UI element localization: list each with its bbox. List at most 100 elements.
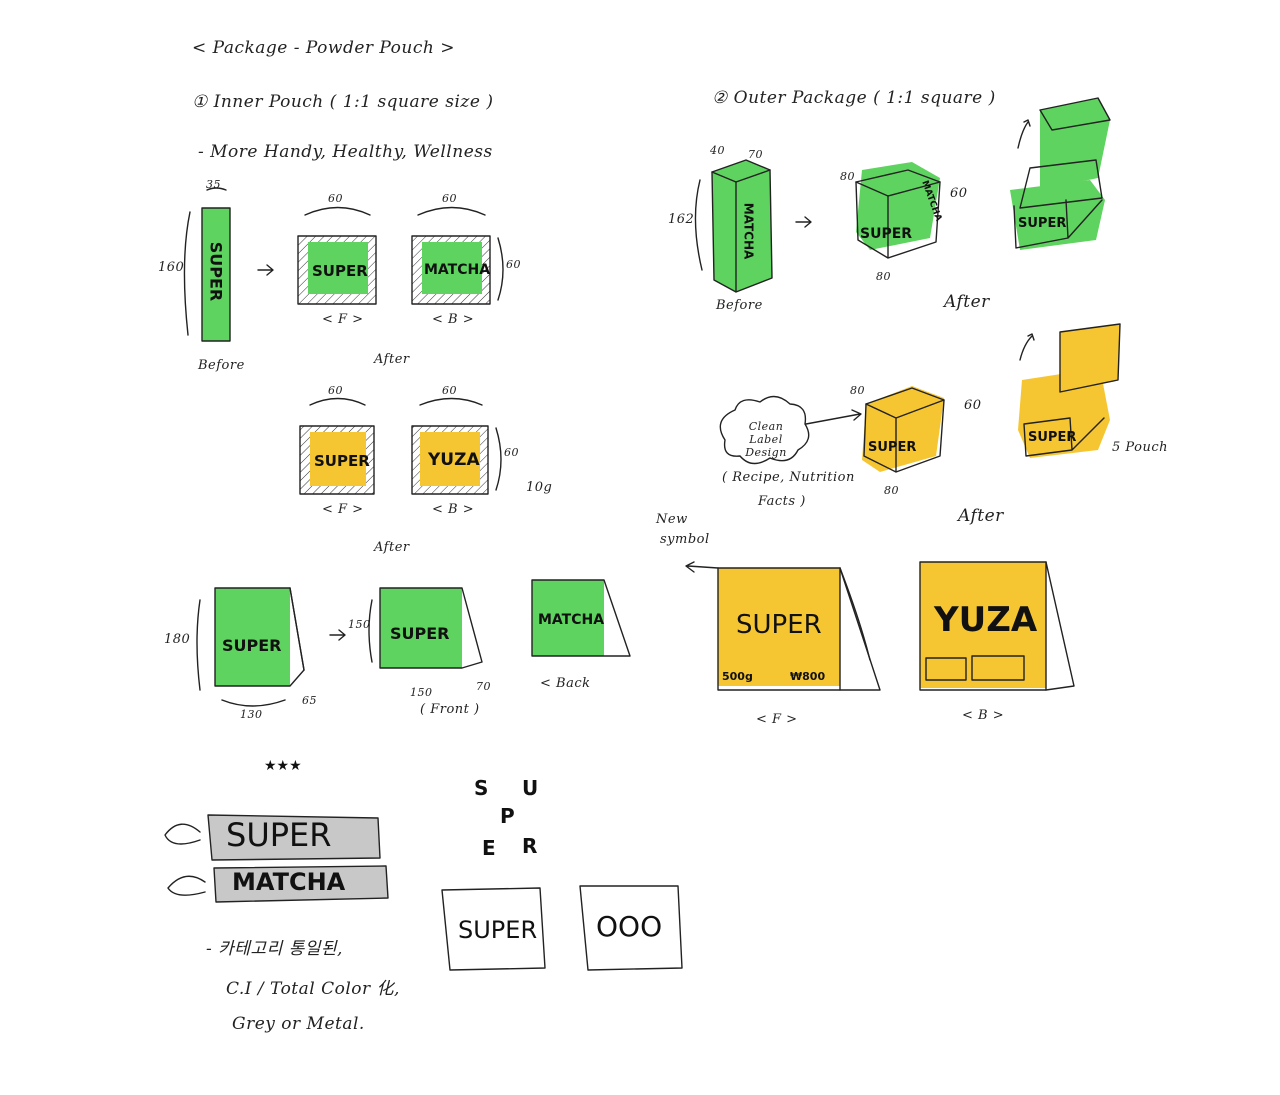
stand-word-3: MATCHA [538, 612, 605, 628]
big-pouch-front [717, 567, 881, 691]
dim-80: 80 [876, 270, 891, 283]
dim-160: 160 [158, 260, 185, 275]
dim-150: 150 [348, 618, 371, 631]
big-after-label: After [958, 506, 1004, 526]
dim-60: 60 [964, 398, 982, 413]
big-pouch-back [919, 561, 1075, 691]
dim-70: 70 [748, 148, 763, 161]
dim-60: 60 [328, 384, 343, 397]
stand-pouch-back [531, 579, 631, 657]
green-back-square [411, 206, 504, 305]
label-matcha-study [167, 865, 389, 903]
outer-open-word: SUPER [1018, 216, 1067, 231]
box-super-study [441, 887, 546, 971]
dim-70: 70 [476, 680, 491, 693]
inner-pouch-bullet: - More Handy, Healthy, Wellness [198, 142, 493, 162]
dim-60: 60 [950, 186, 968, 201]
outer-open-green-box [1010, 97, 1111, 250]
yellow-front-square [299, 397, 375, 495]
dim-60: 60 [506, 258, 521, 271]
label-super-study [164, 814, 381, 861]
stack-letter-e: E [482, 836, 496, 860]
new-symbol-label-2: symbol [660, 532, 710, 547]
stars-study: ★★★ [264, 758, 302, 774]
outer-after-yellow-box [862, 386, 945, 473]
front-tag: < F > [322, 502, 364, 517]
dim-80: 80 [840, 170, 855, 183]
dim-40: 40 [710, 144, 725, 157]
inner-pouch-heading: ① Inner Pouch ( 1:1 square size ) [192, 92, 494, 112]
study-note-2: C.I / Total Color 化, [226, 979, 400, 999]
label-matcha-text: MATCHA [232, 868, 346, 896]
big-back-word: YUZA [934, 600, 1038, 640]
stand-pouch-1 [196, 587, 305, 707]
front-word: SUPER [312, 262, 368, 280]
stack-letter-u: U [522, 776, 539, 800]
stand-word-1: SUPER [222, 636, 282, 655]
before-label: Before [198, 358, 245, 373]
yellow-front-word: SUPER [314, 452, 370, 470]
outer-before-label: Before [716, 298, 763, 313]
before-stick-word: SUPER [206, 241, 226, 302]
big-front-word: SUPER [736, 610, 822, 640]
dim-162: 162 [668, 212, 695, 227]
arrow-icon [329, 629, 346, 641]
outer-after-label: After [944, 292, 990, 312]
dim-80: 80 [884, 484, 899, 497]
box-ooo-study [579, 885, 683, 971]
study-note-1: - 카테고리 통일된, [206, 939, 343, 959]
cloud-text: Clean Label Design [745, 420, 787, 459]
new-symbol-arrow [685, 561, 719, 573]
outer-package-heading: ② Outer Package ( 1:1 square ) [712, 88, 996, 108]
cloud-note-1: ( Recipe, Nutrition [722, 470, 855, 485]
pouch-count: 5 Pouch [1112, 440, 1168, 455]
yellow-back-word: YUZA [428, 450, 480, 470]
outer-box-word: SUPER [860, 226, 913, 242]
stack-letter-r: R [522, 834, 538, 858]
arrow-icon [795, 216, 812, 228]
dim-60: 60 [442, 384, 457, 397]
dim-60: 60 [328, 192, 343, 205]
outer-after-green-box [855, 162, 941, 259]
big-price: ₩800 [790, 670, 826, 683]
dim-60: 60 [442, 192, 457, 205]
box-super-text: SUPER [458, 916, 538, 944]
weight-label: 10g [526, 480, 553, 495]
outer-before-word: MATCHA [741, 202, 756, 260]
cloud-note-2: Facts ) [758, 494, 806, 509]
green-front-square [297, 206, 377, 305]
dim-60: 60 [504, 446, 519, 459]
before-stick-pouch [183, 187, 231, 342]
back-label: < Back [540, 676, 591, 691]
front-label: ( Front ) [420, 702, 480, 717]
dim-130: 130 [240, 708, 263, 721]
stand-word-2: SUPER [390, 624, 450, 643]
arrow-icon [257, 264, 274, 276]
outer-before-box [694, 159, 773, 293]
dim-180: 180 [164, 632, 191, 647]
new-symbol-label-1: New [656, 512, 688, 527]
front-tag: < F > [322, 312, 364, 327]
dim-150b: 150 [410, 686, 433, 699]
big-front-tag: < F > [756, 712, 798, 727]
page-title: < Package - Powder Pouch > [192, 38, 455, 58]
back-tag: < B > [432, 502, 475, 517]
dim-80: 80 [850, 384, 865, 397]
after-label: After [374, 540, 410, 555]
big-weight: 500g [722, 670, 753, 683]
after-label: After [374, 352, 410, 367]
back-word: MATCHA [424, 262, 491, 278]
big-back-tag: < B > [962, 708, 1005, 723]
stack-letter-s: S [474, 776, 489, 800]
outer-yellow-open-word: SUPER [1028, 430, 1077, 445]
label-super-text: SUPER [226, 816, 332, 854]
outer-yellow-word: SUPER [868, 440, 917, 455]
study-note-3: Grey or Metal. [232, 1014, 365, 1034]
yellow-back-square [411, 397, 502, 495]
dim-35: 35 [206, 178, 221, 191]
dim-65: 65 [302, 694, 317, 707]
box-ooo-text: OOO [596, 910, 663, 943]
stack-letter-p: P [500, 804, 515, 828]
back-tag: < B > [432, 312, 475, 327]
